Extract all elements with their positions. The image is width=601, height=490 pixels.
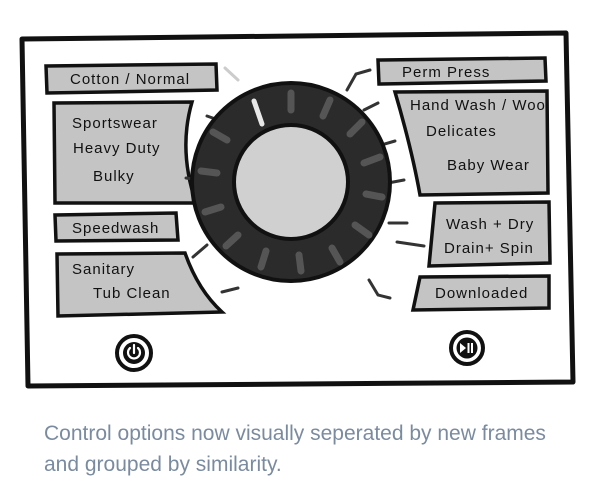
- caption-text: Control options now visually seperated b…: [44, 422, 546, 476]
- dial-indicator: [251, 98, 265, 127]
- heavy-duty-label: Heavy Duty: [73, 140, 161, 157]
- cotton-normal-button[interactable]: Cotton / Normal: [44, 62, 219, 95]
- bulky-label: Bulky: [93, 168, 135, 185]
- power-icon: [126, 343, 142, 360]
- baby-wear-label: Baby Wear: [447, 157, 530, 174]
- downloaded-button[interactable]: Downloaded: [410, 274, 551, 312]
- wash-dry-label: Wash + Dry: [446, 216, 534, 233]
- speedwash-label: Speedwash: [72, 220, 159, 237]
- sportswear-label: Sportswear: [72, 115, 158, 132]
- hand-wash-wool-label: Hand Wash / Wool: [410, 97, 550, 114]
- sanitary-group-button[interactable]: Sanitary Tub Clean: [55, 251, 227, 318]
- perm-press-button[interactable]: Perm Press: [376, 56, 548, 86]
- downloaded-label: Downloaded: [435, 285, 528, 302]
- delicates-label: Delicates: [426, 123, 497, 140]
- play-pause-icon: [460, 343, 473, 353]
- power-button[interactable]: [115, 334, 153, 372]
- wash-dry-group-button[interactable]: Wash + Dry Drain+ Spin: [427, 200, 552, 268]
- perm-press-label: Perm Press: [402, 64, 490, 81]
- tub-clean-label: Tub Clean: [93, 285, 171, 302]
- sanitary-label: Sanitary: [72, 261, 135, 278]
- speedwash-button[interactable]: Speedwash: [53, 211, 180, 243]
- delicates-group-button[interactable]: Hand Wash / Wool Delicates Baby Wear: [392, 89, 550, 197]
- heavy-duty-group-button[interactable]: Sportswear Heavy Duty Bulky: [52, 100, 199, 205]
- program-selector-dial[interactable]: [190, 81, 392, 283]
- drain-spin-label: Drain+ Spin: [444, 240, 534, 257]
- cotton-normal-label: Cotton / Normal: [70, 71, 190, 88]
- start-pause-button[interactable]: [449, 330, 485, 366]
